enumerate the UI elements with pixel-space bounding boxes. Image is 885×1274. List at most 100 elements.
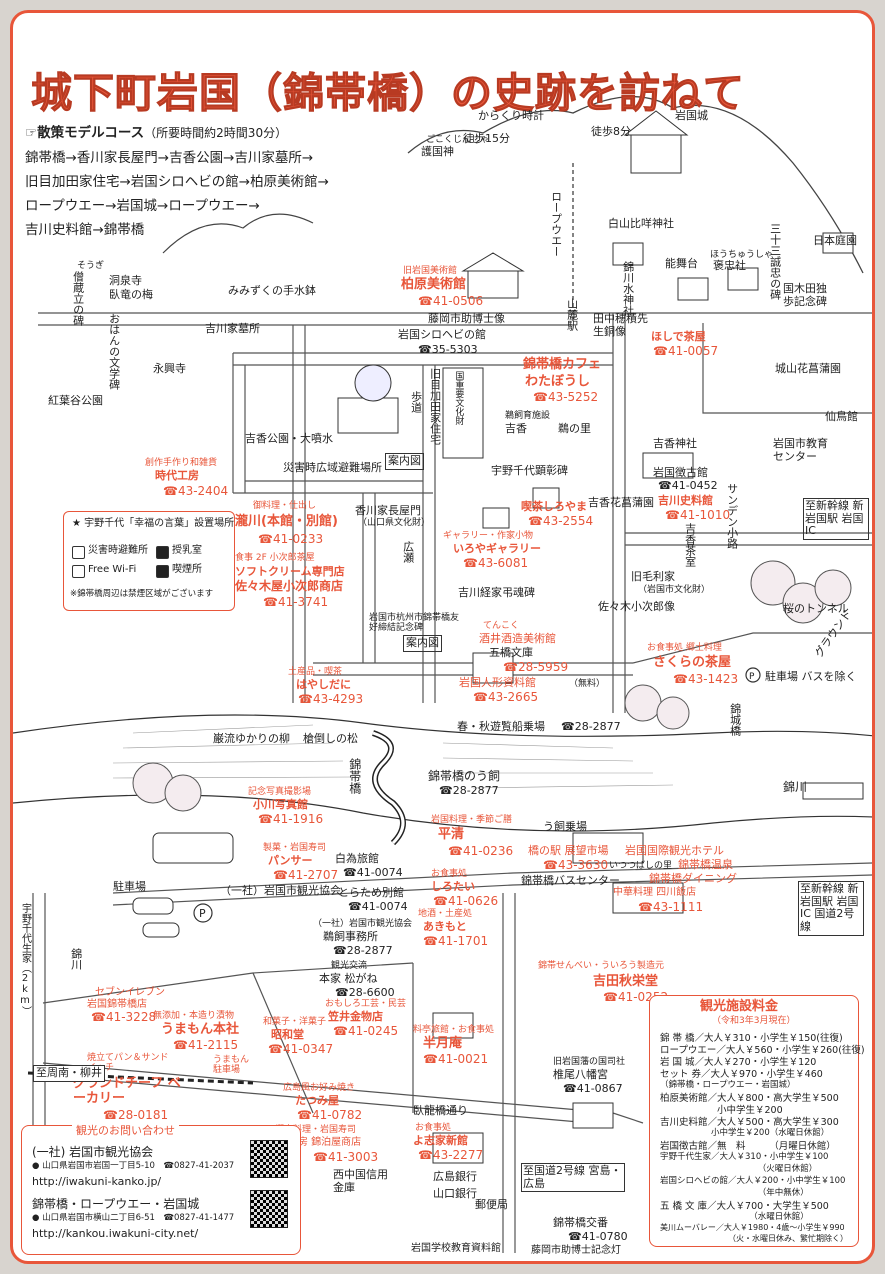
label-koban: 錦帯橋交番 xyxy=(553,1216,608,1229)
tel-hachiman: ☎41-0867 xyxy=(563,1082,623,1095)
label-takigawa-top: 御料理・仕出し xyxy=(253,501,317,511)
label-kyoiku-shiryo: 岩国学校教育資料館 xyxy=(411,1243,501,1254)
tel-cafe: ☎43-5252 xyxy=(533,390,599,404)
tel-kissa: ☎43-2554 xyxy=(528,514,594,528)
fee-row: 五 橋 文 庫／大人￥700・大学生￥500 xyxy=(660,1201,829,1212)
label-nishichugoku: 西中国信用金庫 xyxy=(333,1168,388,1194)
tel-koban: ☎41-0780 xyxy=(568,1230,628,1243)
label-kikkawa-bosho: 吉川家墓所 xyxy=(205,322,260,335)
label-yoshiya: よ志家新館 xyxy=(413,1134,468,1147)
label-pansa: パンサー xyxy=(268,854,313,867)
label-senbei-top: 錦帯せんべい・ういろう製造元 xyxy=(538,961,665,971)
label-annai-2: 案内図 xyxy=(403,635,442,652)
label-senkaku: 仙鳥館 xyxy=(825,410,858,423)
fee-row: 錦 帯 橋／大人￥310・小学生￥150(往復) xyxy=(660,1033,843,1044)
course-line-2: 旧目加田家住宅→岩国シロヘビの館→柏原美術館→ xyxy=(25,174,329,190)
label-walk15: 徒歩15分 xyxy=(463,132,510,145)
label-kagawa-2: （山口県文化財） xyxy=(358,518,431,528)
label-hirakiyo: 平清 xyxy=(438,827,465,842)
label-photo-top: 記念写真撮影場 xyxy=(248,787,312,797)
label-yoshida-shueido: 吉田秋栄堂 xyxy=(593,974,659,989)
course-line-1: 錦帯橋→香川家長屋門→吉香公園→吉川家墓所→ xyxy=(25,150,314,166)
label-parking-bus: 駐車場 バスを除く xyxy=(765,670,857,683)
label-momijidani: 紅葉谷公園 xyxy=(48,394,103,407)
label-houchu: 褒忠社 xyxy=(713,259,746,272)
tel-ogawa-photo: ☎41-1916 xyxy=(258,812,324,826)
label-hoshide: ほしで茶屋 xyxy=(651,330,706,343)
tel-kojiro: ☎41-3741 xyxy=(263,595,329,609)
label-hirakiyo-top: 岩国料理・季節ご膳 xyxy=(431,815,513,825)
label-hayashidani-top: 土産品・喫茶 xyxy=(288,667,343,677)
fee-row: 岩国シロヘビの館／大人￥200・小中学生￥100 xyxy=(660,1176,846,1186)
tel-sakuraya: ☎41-3003 xyxy=(313,1150,379,1164)
label-ukai-jimusho-top: （一社）岩国市観光協会 xyxy=(313,919,413,929)
fee-row: 柏原美術館／大人￥800・高大学生￥500 xyxy=(660,1093,839,1104)
tel-ukai-jimusho: ☎28-2877 xyxy=(333,944,393,957)
label-hashinoeki: 橋の駅 展望市場 xyxy=(528,844,609,857)
fee-row: （水曜日休館） xyxy=(660,1212,809,1222)
label-mimizuku: みみずくの手水鉢 xyxy=(228,284,316,297)
label-matsugane: 本家 松がね xyxy=(319,972,378,985)
tel-ukai: ☎28-2877 xyxy=(439,784,499,797)
tel-umamon: ☎41-2115 xyxy=(173,1038,239,1052)
label-yoshiya-top: お食事処 xyxy=(415,1123,452,1133)
label-kojiro-shop: 佐々木屋小次郎商店 xyxy=(235,579,344,593)
course-line-4: 吉川史料館→錦帯橋 xyxy=(25,222,145,238)
tel-hayashidani: ☎43-4293 xyxy=(298,692,364,706)
tel-sakura: ☎43-1423 xyxy=(673,672,739,686)
ruby-houchu: ほうちゅうしゃ xyxy=(710,250,774,260)
fee-row: （火曜日休館） xyxy=(660,1164,818,1174)
label-nishikigawa-east: 錦川 xyxy=(783,780,808,794)
smoking-icon xyxy=(156,565,169,578)
tel-takigawa: ☎41-0233 xyxy=(258,532,324,546)
tel-pansa: ☎41-2707 xyxy=(273,868,339,882)
label-kokuyo: 国重要文化財 xyxy=(453,371,464,425)
inquiry-url2[interactable]: http://kankou.iwakuni-city.net/ xyxy=(32,1227,199,1240)
fee-row: （錦帯橋・ロープウエー・岩国城） xyxy=(660,1080,796,1090)
label-to-shinkansen-2: 至新幹線 新岩国駅 岩国IC 国道2号線 xyxy=(798,881,864,936)
tel-jikou: ☎43-2404 xyxy=(163,484,229,498)
label-walk8: 徒歩8分 xyxy=(591,125,631,138)
label-dining: 錦帯橋ダイニング xyxy=(649,872,737,885)
legend-wifi: Free Wi-Fi xyxy=(88,564,137,575)
label-itsutsubashi: いつつばしの里 xyxy=(609,861,673,871)
label-kintaikyo: 錦帯橋 xyxy=(347,758,362,794)
label-shirohebi: 岩国シロヘビの館 xyxy=(398,328,486,341)
label-kojiro-top: 食事 2F 小次郎茶屋 xyxy=(235,553,315,563)
legend-box: ★ 宇野千代「幸福の言葉」設置場所 災害時避難所 授乳室 Free Wi-Fi … xyxy=(63,511,235,611)
tel-showado: ☎41-0347 xyxy=(268,1042,334,1056)
label-hirose: 広瀬 xyxy=(401,541,415,563)
label-shiratai: しろたい xyxy=(431,880,475,893)
fee-row: 宇野千代生家／大人￥310・小中学生￥100 xyxy=(660,1152,829,1162)
label-akimoto-top: 地酒・土産処 xyxy=(418,909,473,919)
fee-row: 吉川史料館／大人￥500・高大学生￥300 xyxy=(660,1117,839,1128)
label-yaritaoshi: 槍倒しの松 xyxy=(303,732,358,745)
label-kikkawa-mizu: 錦川水神社 xyxy=(621,261,635,316)
label-sakai: 酒井酒造美術館 xyxy=(479,632,556,645)
label-garyoubashi-dori: 臥龍橋通り xyxy=(413,1104,468,1117)
label-ogawa-photo: 小川写真館 xyxy=(253,798,308,811)
label-showado: 昭和堂 xyxy=(271,1028,304,1041)
label-kojiro-soft: ソフトクリーム専門店 xyxy=(235,565,345,578)
label-choukokan: 岩国徴古館 xyxy=(653,466,708,479)
label-shiratame: 白為旅館 xyxy=(335,852,379,865)
legend-shelter: 災害時避難所 xyxy=(88,545,148,556)
label-ganryu: 巌流ゆかりの柳 xyxy=(213,732,290,745)
label-shiratame-bekkan: とらため別館 xyxy=(338,886,404,899)
fee-row: （火・水曜日休み、繁忙期除く） xyxy=(660,1234,848,1243)
ruby-sougi: そうぎ xyxy=(77,261,105,271)
label-kankou-koryu: 観光交流 xyxy=(331,961,368,971)
label-fujioka-lamp: 藤岡市助博士記念灯 xyxy=(531,1245,621,1256)
label-ukai-noriba: う飼乗場 xyxy=(543,820,587,833)
label-post-office: 郵便局 xyxy=(475,1198,508,1211)
tel-hashinoeki: ☎43-3630 xyxy=(543,858,609,872)
qr-code-icon[interactable] xyxy=(250,1190,288,1228)
label-sanjo: 三十三誠忠の碑 xyxy=(768,223,782,300)
course-heading: ☞散策モデルコース（所要時間約2時間30分） xyxy=(25,125,288,141)
label-kikkou-hanasho: 吉香花菖蒲園 xyxy=(588,496,654,509)
label-showa-top: 和菓子・洋菓子 xyxy=(263,1017,327,1027)
qr-code-icon[interactable] xyxy=(250,1140,288,1178)
tel-hirakiyo: ☎41-0236 xyxy=(448,844,514,858)
label-to-shunan: 至周南・柳井 xyxy=(33,1065,105,1082)
inquiry-url1[interactable]: http://iwakuni-kanko.jp/ xyxy=(32,1175,162,1188)
